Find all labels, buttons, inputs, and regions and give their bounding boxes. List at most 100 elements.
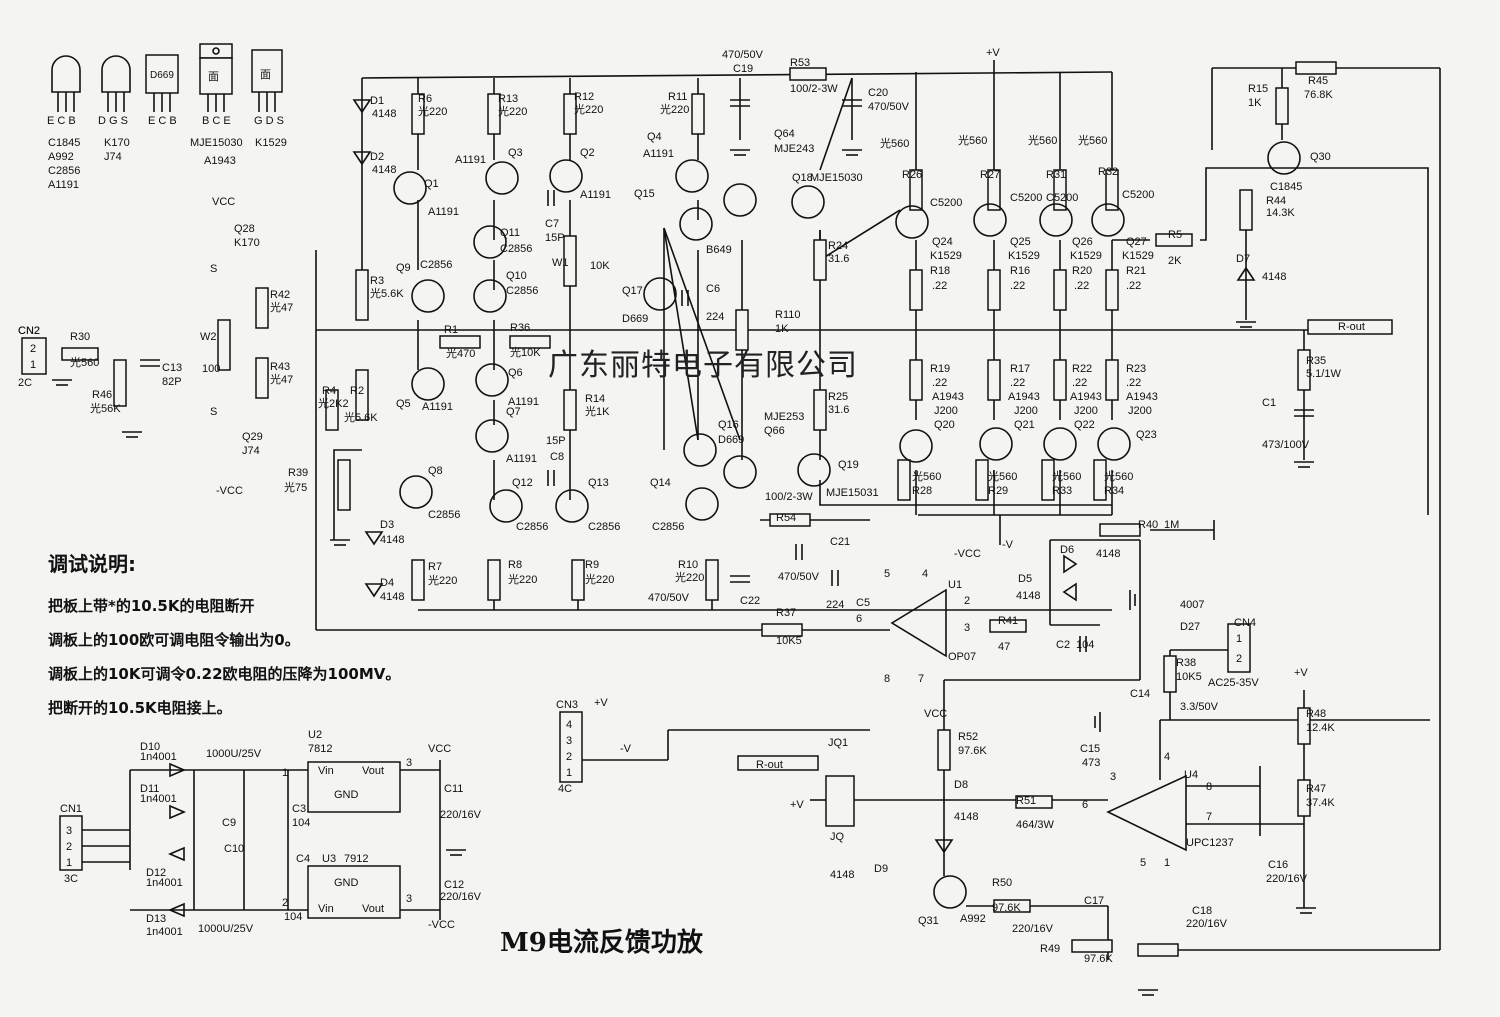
component-label: U4	[1184, 769, 1198, 781]
component-label: R4	[322, 385, 336, 397]
component-label: 7	[1206, 811, 1212, 823]
component-label: R7	[428, 561, 442, 573]
component-label: R18	[930, 265, 950, 277]
component-label: Vin	[318, 765, 334, 777]
component-label: A1191	[580, 189, 611, 201]
component-label: 224	[826, 599, 844, 611]
component-label: R26	[902, 169, 922, 181]
component-label: 光560	[1104, 469, 1133, 483]
component-label: 1	[1164, 857, 1170, 869]
component-label: 10K5	[1176, 671, 1202, 683]
component-label: 4148	[1016, 590, 1040, 602]
component-label: 104	[284, 911, 302, 923]
pkg4-pins: B C E	[202, 115, 231, 127]
component-label: AC25-35V	[1208, 677, 1259, 689]
component-label: J200	[1128, 405, 1152, 417]
component-label: U3	[322, 853, 336, 865]
component-label: R110	[775, 309, 800, 321]
component-label: C7	[545, 218, 559, 230]
component-label: 100	[202, 363, 220, 375]
component-label: C2856	[428, 509, 460, 521]
component-label: +V	[594, 697, 608, 709]
component-label: R31	[1046, 169, 1066, 181]
component-label: 光220	[585, 572, 614, 586]
component-label: 14.3K	[1266, 207, 1295, 219]
component-label: 1K	[775, 323, 789, 335]
resistor-symbols	[61, 61, 1337, 637]
pkg1-pins: E C B	[47, 115, 76, 127]
component-label: Q66	[764, 425, 785, 437]
component-label: Q16	[718, 419, 739, 431]
component-label: Q17	[622, 285, 643, 297]
component-label: 光56K	[90, 401, 121, 415]
component-label: JQ	[830, 831, 845, 843]
component-label: C5200	[1046, 192, 1078, 204]
component-label: Q20	[934, 419, 955, 431]
component-label: -VCC	[216, 485, 243, 497]
component-label: Q3	[508, 147, 523, 159]
cn2-pin: 1	[30, 359, 36, 371]
component-label: R9	[585, 559, 599, 571]
component-label: D10	[140, 741, 160, 753]
component-label: R41	[998, 615, 1018, 627]
component-label: R16	[1010, 265, 1030, 277]
component-label: 1000U/25V	[198, 923, 254, 935]
component-label: VCC	[212, 196, 235, 208]
cn1-note: 3C	[64, 873, 78, 885]
component-label: J200	[934, 405, 958, 417]
component-label: C3	[292, 803, 306, 815]
component-label: 10K	[590, 260, 610, 272]
component-label: 光560	[958, 133, 987, 147]
component-label: Q2	[580, 147, 595, 159]
component-label: R21	[1126, 265, 1146, 277]
upc1237-ic	[1106, 774, 1187, 852]
power-supply-wiring	[21, 337, 1251, 920]
component-label: 5	[884, 568, 890, 580]
component-label: 4	[922, 568, 928, 580]
company-name: 广东丽特电子有限公司	[548, 348, 858, 383]
component-label: R32	[1098, 166, 1118, 178]
component-label: 4148	[1096, 548, 1120, 560]
component-label: MJE243	[774, 143, 814, 155]
component-label: 2K	[1168, 255, 1182, 267]
cn3-pin: 1	[566, 767, 572, 779]
component-label: 光220	[660, 102, 689, 116]
component-label: 光47	[270, 372, 293, 386]
component-label: A1191	[643, 148, 674, 160]
component-label: 1n4001	[140, 751, 177, 763]
component-label: R34	[1104, 485, 1124, 497]
component-label: C12	[444, 879, 464, 891]
component-label: R39	[288, 467, 308, 479]
component-label: C4	[296, 853, 310, 865]
component-label: 220/16V	[440, 809, 482, 821]
component-label: C13	[162, 362, 182, 374]
component-label: C1845	[1270, 181, 1302, 193]
notes-line: 调板上的10K可调令0.22欧电阻的压降为100MV。	[48, 665, 401, 683]
component-label: +V	[790, 799, 804, 811]
component-label: Q25	[1010, 236, 1031, 248]
component-label: C11	[444, 783, 463, 795]
component-label: 7	[918, 673, 924, 685]
component-label: R44	[1266, 195, 1286, 207]
component-label: Q7	[506, 406, 521, 418]
component-label: J200	[1074, 405, 1098, 417]
component-label: 97.6K	[992, 902, 1021, 914]
component-label: 2	[282, 897, 288, 909]
component-label: R45	[1308, 75, 1328, 87]
component-label: 1000U/25V	[206, 748, 262, 760]
component-label: Q13	[588, 477, 609, 489]
component-label: 光220	[508, 572, 537, 586]
component-label: U1	[948, 579, 962, 591]
component-label: R6	[418, 93, 432, 105]
component-label: CN2	[18, 325, 40, 337]
component-label: C5200	[1010, 192, 1042, 204]
tuning-notes: 调试说明: 把板上带*的10.5K的电阻断开 调板上的100欧可调电阻令输出为0…	[48, 548, 508, 731]
component-label: Q27	[1126, 236, 1147, 248]
component-label: W2	[200, 331, 217, 343]
component-label: A1191	[508, 396, 539, 408]
component-label: 6	[856, 613, 862, 625]
component-label: 光220	[675, 570, 704, 584]
component-label: Q1	[424, 178, 439, 190]
component-label: K1529	[1008, 250, 1040, 262]
component-label: C5200	[930, 197, 962, 209]
